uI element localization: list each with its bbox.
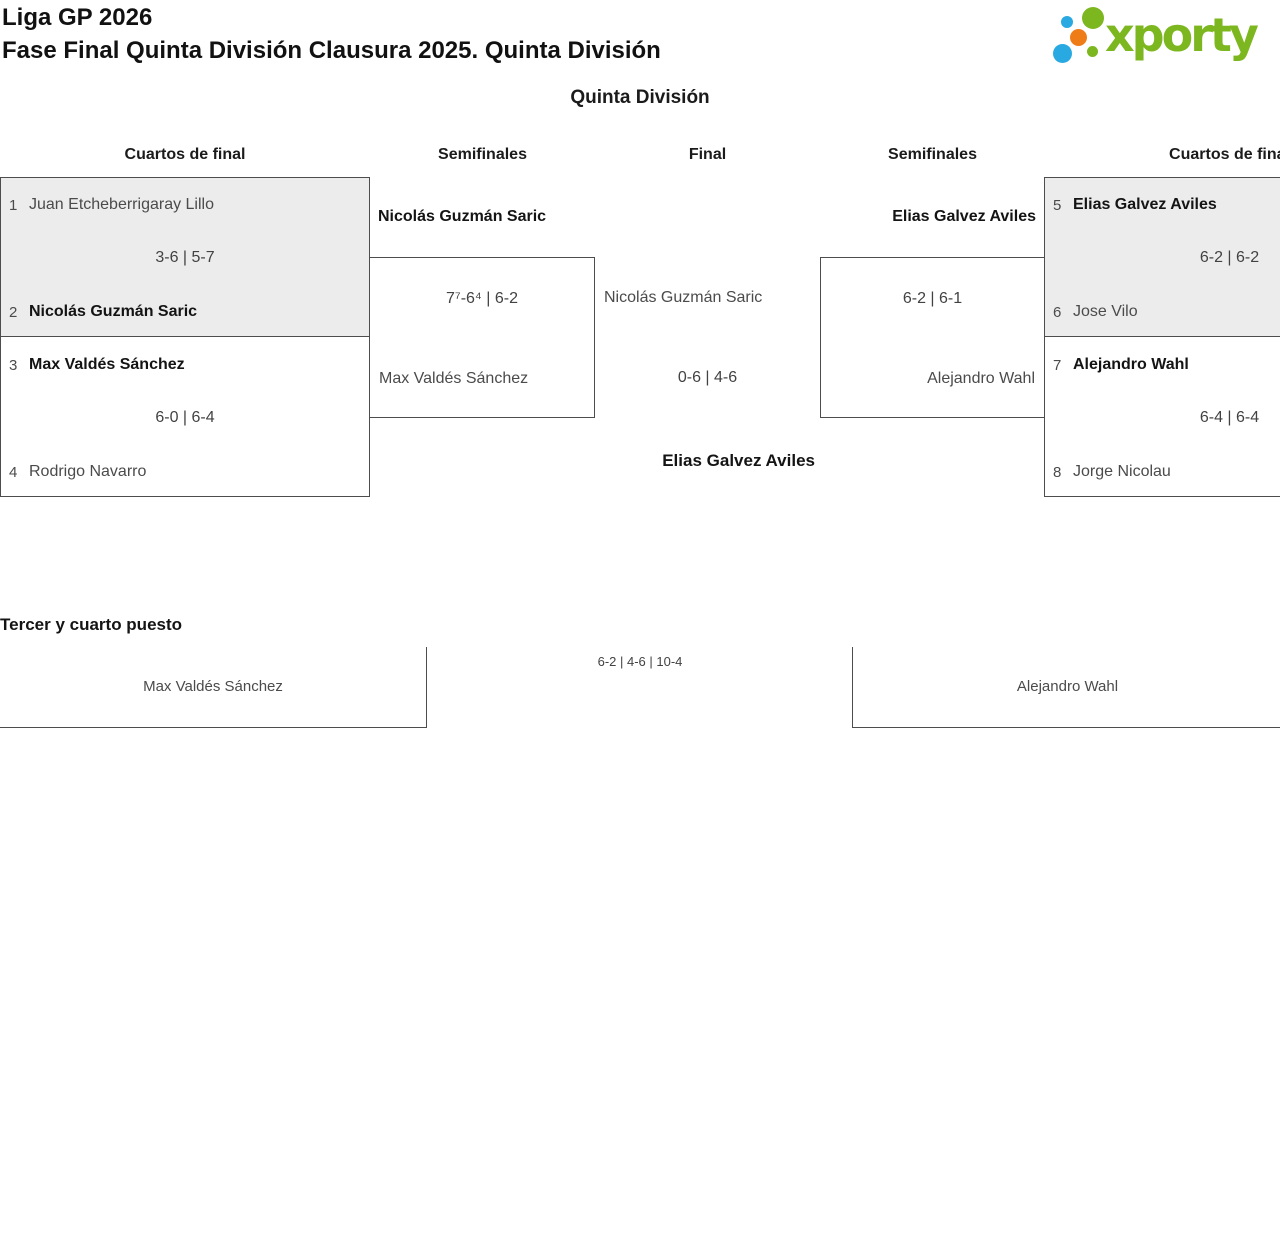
champion-name: Elias Galvez Aviles	[662, 451, 815, 470]
player-row: 5 Elias Galvez Aviles	[1045, 196, 1280, 214]
player-row: 3 Max Valdés Sánchez	[1, 356, 369, 374]
semifinal-winner-name: Elias Galvez Aviles	[892, 208, 1036, 225]
match-qf3: 5 Elias Galvez Aviles 6-2 | 6-2 6 Jose V…	[1044, 177, 1280, 337]
division-heading: Quinta División	[570, 87, 710, 108]
match-semifinal-left: Nicolás Guzmán Saric 7⁷-6⁴ | 6-2 Max Val…	[369, 177, 595, 418]
player-name: Juan Etcheberrigaray Lillo	[29, 196, 214, 213]
logo-dot-green-small-icon	[1087, 46, 1098, 57]
player-name: Max Valdés Sánchez	[379, 370, 529, 387]
player-row: 7 Alejandro Wahl	[1045, 356, 1280, 374]
match-score: 6-2 | 6-1	[902, 290, 963, 307]
third-place-heading: Tercer y cuarto puesto	[0, 615, 183, 634]
seed-number: 6	[1053, 303, 1062, 321]
logo-dot-orange-icon	[1070, 29, 1087, 46]
seed-number: 2	[9, 303, 18, 321]
logo-dot-blue-large-icon	[1053, 44, 1072, 63]
player-name-winner: Elias Galvez Aviles	[1073, 196, 1217, 213]
player-name-winner: Nicolás Guzmán Saric	[29, 303, 198, 320]
player-row: 6 Jose Vilo	[1045, 303, 1280, 321]
xporty-logo[interactable]: xporty	[1050, 0, 1280, 72]
player-name-winner: Alejandro Wahl	[1073, 356, 1189, 373]
player-name: Alejandro Wahl	[1016, 678, 1119, 695]
player-row: 8 Jorge Nicolau	[1045, 463, 1280, 481]
semifinal-winner-name: Nicolás Guzmán Saric	[378, 208, 547, 225]
player-name: Max Valdés Sánchez	[143, 678, 283, 695]
player-row: 1 Juan Etcheberrigaray Lillo	[1, 196, 369, 214]
match-score: 6-4 | 6-4	[1199, 409, 1260, 426]
third-place-slot-left: Max Valdés Sánchez	[0, 647, 427, 728]
finalist-name: Nicolás Guzmán Saric	[604, 289, 763, 306]
player-name: Rodrigo Navarro	[29, 463, 147, 480]
match-score: 7⁷-6⁴ | 6-2	[446, 290, 518, 307]
seed-number: 7	[1053, 356, 1062, 374]
player-name: Jorge Nicolau	[1073, 463, 1171, 480]
logo-wordmark: xporty	[1105, 8, 1259, 62]
match-qf2: 3 Max Valdés Sánchez 6-0 | 6-4 4 Rodrigo…	[0, 336, 370, 497]
round-header-semifinals-right: Semifinales	[888, 146, 977, 163]
seed-number: 1	[9, 196, 18, 214]
seed-number: 3	[9, 356, 18, 374]
match-qf4: 7 Alejandro Wahl 6-4 | 6-4 8 Jorge Nicol…	[1044, 336, 1280, 497]
match-score: 6-0 | 6-4	[155, 409, 215, 426]
player-row: 2 Nicolás Guzmán Saric	[1, 303, 369, 321]
match-qf1: 1 Juan Etcheberrigaray Lillo 3-6 | 5-7 2…	[0, 177, 370, 337]
tournament-title: Liga GP 2026	[2, 4, 153, 31]
match-final: Nicolás Guzmán Saric 0-6 | 4-6 Elias Gal…	[595, 177, 820, 497]
semifinal-box: 7⁷-6⁴ | 6-2 Max Valdés Sánchez	[369, 257, 595, 418]
round-header-quarterfinals-left: Cuartos de final	[124, 146, 246, 163]
tournament-subtitle: Fase Final Quinta División Clausura 2025…	[2, 37, 661, 64]
round-header-final: Final	[688, 146, 727, 163]
player-name: Jose Vilo	[1073, 303, 1138, 320]
logo-dot-blue-small-icon	[1061, 16, 1073, 28]
round-header-quarterfinals-right: Cuartos de final	[1169, 146, 1280, 163]
semifinal-box: 6-2 | 6-1 Alejandro Wahl	[820, 257, 1045, 418]
round-header-semifinals-left: Semifinales	[438, 146, 527, 163]
match-score: 0-6 | 4-6	[677, 369, 738, 386]
player-row: 4 Rodrigo Navarro	[1, 463, 369, 481]
seed-number: 5	[1053, 196, 1062, 214]
player-name-winner: Max Valdés Sánchez	[29, 356, 185, 373]
player-name: Alejandro Wahl	[927, 370, 1035, 387]
match-score: 6-2 | 6-2	[1199, 249, 1260, 266]
page-title: Liga GP 2026 Fase Final Quinta División …	[2, 1, 661, 67]
seed-number: 8	[1053, 463, 1062, 481]
match-semifinal-right: Elias Galvez Aviles 6-2 | 6-1 Alejandro …	[820, 177, 1045, 418]
seed-number: 4	[9, 463, 18, 481]
logo-dot-green-large-icon	[1082, 7, 1104, 29]
third-place-slot-right: Alejandro Wahl	[852, 647, 1280, 728]
match-score: 3-6 | 5-7	[155, 249, 215, 266]
